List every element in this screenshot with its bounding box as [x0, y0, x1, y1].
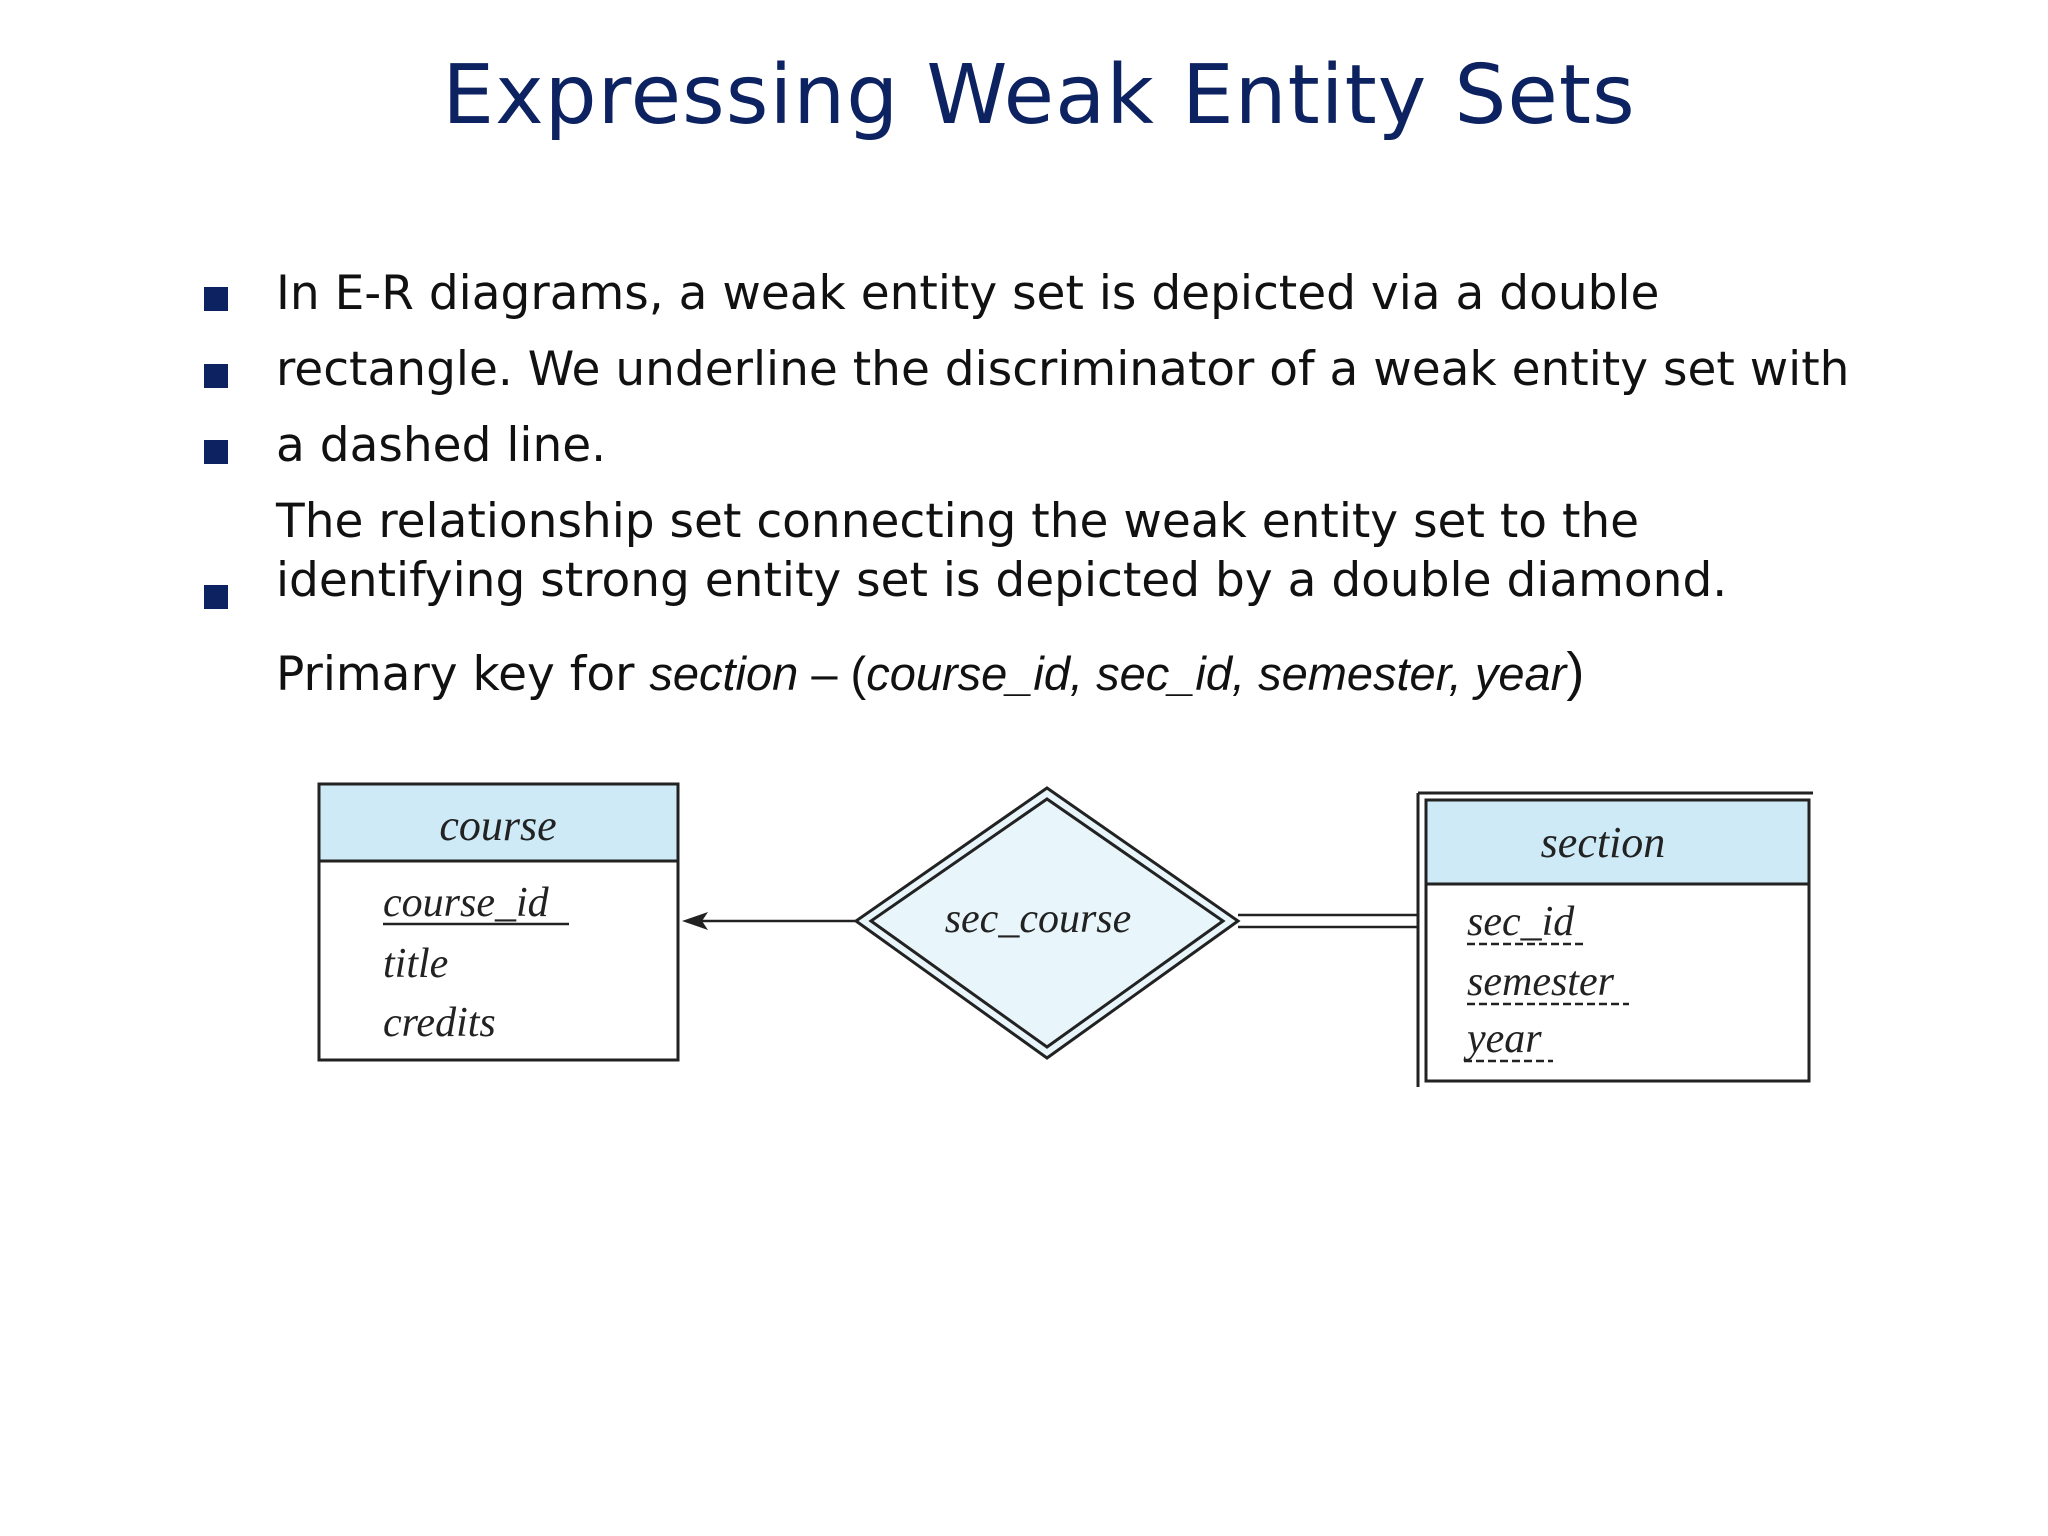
section-entity: section sec_id semester year	[1416, 791, 1813, 1087]
section-entity-name: section	[1541, 818, 1666, 867]
section-attr-sec-id: sec_id	[1467, 899, 1575, 945]
primary-key-attributes: course_id, sec_id, semester, year	[866, 647, 1567, 700]
course-attr-title: title	[383, 941, 448, 987]
bullet-text-1: In E-R diagrams, a weak entity set is de…	[276, 266, 1660, 321]
course-attr-credits: credits	[383, 1000, 496, 1046]
arrow-head	[682, 912, 708, 930]
relationship-diamond-outer	[853, 786, 1241, 1060]
primary-key-close: )	[1566, 642, 1585, 702]
section-attr-year: year	[1463, 1016, 1542, 1062]
section-attr-semester: semester	[1467, 959, 1615, 1005]
primary-key-prefix: Primary key for	[276, 647, 650, 702]
bullet-marker-1	[204, 287, 228, 311]
bullet-marker-4	[204, 585, 228, 609]
bullet-text-3: a dashed line.	[276, 418, 607, 473]
section-header-fill	[1426, 800, 1809, 884]
course-entity-box	[317, 782, 680, 1062]
bullet-marker-3	[204, 440, 228, 464]
course-header-fill	[319, 784, 678, 861]
course-entity-name: course	[439, 801, 556, 850]
primary-key-line: Primary key for section – (course_id, se…	[276, 640, 1584, 705]
bullet-text-5: identifying strong entity set is depicte…	[276, 553, 1728, 608]
bullet-marker-2	[204, 364, 228, 388]
sec-course-relationship: sec_course	[853, 786, 1241, 1060]
total-participation-arrow	[682, 912, 856, 930]
primary-key-entity: section	[649, 647, 799, 700]
slide-title: Expressing Weak Entity Sets	[442, 48, 1636, 143]
course-attr-course-id: course_id	[383, 880, 550, 926]
bullet-text-4: The relationship set connecting the weak…	[276, 494, 1640, 549]
course-entity: course course_id title credits	[317, 782, 680, 1062]
relationship-name: sec_course	[945, 896, 1132, 942]
bullet-text-2: rectangle. We underline the discriminato…	[276, 342, 1850, 397]
section-entity-box	[1424, 798, 1811, 1083]
identifying-double-line	[1238, 913, 1418, 929]
relationship-diamond-inner	[868, 797, 1226, 1049]
primary-key-dash: – (	[798, 647, 867, 700]
